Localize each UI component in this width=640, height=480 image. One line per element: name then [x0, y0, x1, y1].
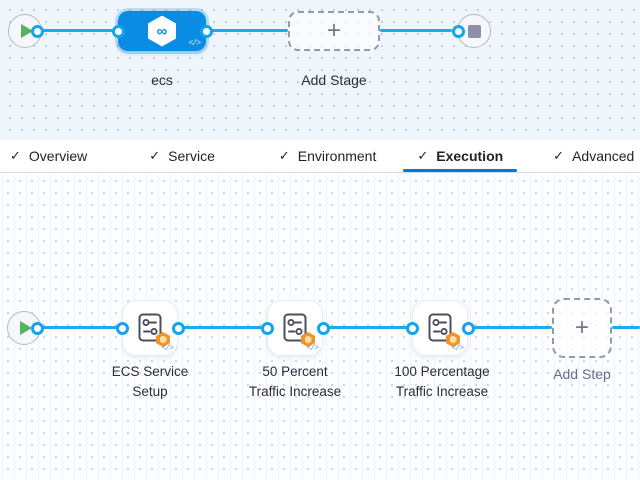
- plus-icon: +: [574, 314, 589, 341]
- step1-out-port[interactable]: [172, 322, 185, 335]
- plus-icon: +: [326, 17, 341, 44]
- step1-in-port[interactable]: [116, 322, 129, 335]
- code-icon[interactable]: </>: [451, 344, 464, 353]
- code-icon[interactable]: </>: [306, 344, 319, 353]
- play-icon: [20, 321, 32, 335]
- tab-advanced[interactable]: ✓ Advanced: [553, 148, 635, 164]
- execution-start-node[interactable]: [7, 311, 41, 345]
- stage-in-port[interactable]: [112, 25, 125, 38]
- edge-step1-to-step2: [178, 326, 267, 329]
- start-node-out-port[interactable]: [31, 25, 44, 38]
- tab-execution[interactable]: ✓ Execution: [403, 140, 517, 172]
- step-card-50-percent-traffic[interactable]: </>: [267, 300, 323, 356]
- edge-stage-to-addstage: [206, 29, 288, 32]
- step1-label: ECS Service Setup: [111, 364, 189, 399]
- step2-out-port[interactable]: [317, 322, 330, 335]
- tab-overview[interactable]: ✓ Overview: [10, 148, 88, 164]
- step-type-icon: [280, 312, 315, 347]
- code-icon[interactable]: </>: [188, 39, 201, 48]
- check-icon: ✓: [10, 148, 21, 163]
- play-icon: [21, 24, 33, 38]
- step3-out-port[interactable]: [462, 322, 475, 335]
- stage-label: ecs: [151, 72, 173, 88]
- step2-in-port[interactable]: [261, 322, 274, 335]
- stage-config-tabs: ✓ Overview ✓ Service ✓ Environment ✓ Exe…: [0, 140, 640, 173]
- edge-step3-to-addstep: [468, 326, 552, 329]
- step-card-100-percentage-traffic[interactable]: </>: [412, 300, 468, 356]
- aws-badge-icon: [301, 332, 315, 347]
- stage-node-ecs[interactable]: ∞ </>: [118, 11, 206, 51]
- add-stage-button[interactable]: +: [288, 11, 380, 51]
- add-step-button[interactable]: +: [552, 298, 612, 358]
- stop-icon: [467, 24, 481, 38]
- aws-badge-icon: [156, 332, 170, 347]
- stage-canvas[interactable]: ∞ </> ecs + Add Stage: [0, 0, 640, 140]
- end-node-in-port[interactable]: [452, 25, 465, 38]
- edge-start-to-step1: [38, 326, 122, 329]
- check-icon: ✓: [149, 148, 161, 163]
- harness-cd-icon: ∞: [148, 15, 176, 47]
- check-icon: ✓: [417, 148, 429, 163]
- step3-in-port[interactable]: [406, 322, 419, 335]
- add-stage-label[interactable]: Add Stage: [301, 72, 367, 88]
- edge-start-to-stage: [38, 29, 120, 32]
- exec-start-out-port[interactable]: [31, 322, 44, 335]
- check-icon: ✓: [278, 148, 290, 163]
- aws-badge-icon: [446, 332, 460, 347]
- step2-label: 50 Percent Traffic Increase: [248, 364, 342, 399]
- step-type-icon: [425, 312, 460, 347]
- step-type-icon: [135, 312, 170, 347]
- step-card-ecs-service-setup[interactable]: </>: [122, 300, 178, 356]
- edge-step2-to-step3: [323, 326, 412, 329]
- execution-canvas[interactable]: </> ECS Service Setup </>: [0, 173, 640, 480]
- tab-environment[interactable]: ✓ Environment: [278, 148, 377, 164]
- add-step-label[interactable]: Add Step: [553, 366, 611, 382]
- step3-label: 100 Percentage Traffic Increase: [394, 364, 490, 399]
- code-icon[interactable]: </>: [161, 344, 174, 353]
- stage-out-port[interactable]: [200, 25, 213, 38]
- tab-service[interactable]: ✓ Service: [149, 148, 215, 164]
- edge-addstep-out: [612, 326, 640, 329]
- check-icon: ✓: [553, 148, 565, 163]
- edge-addstage-to-end: [380, 29, 452, 32]
